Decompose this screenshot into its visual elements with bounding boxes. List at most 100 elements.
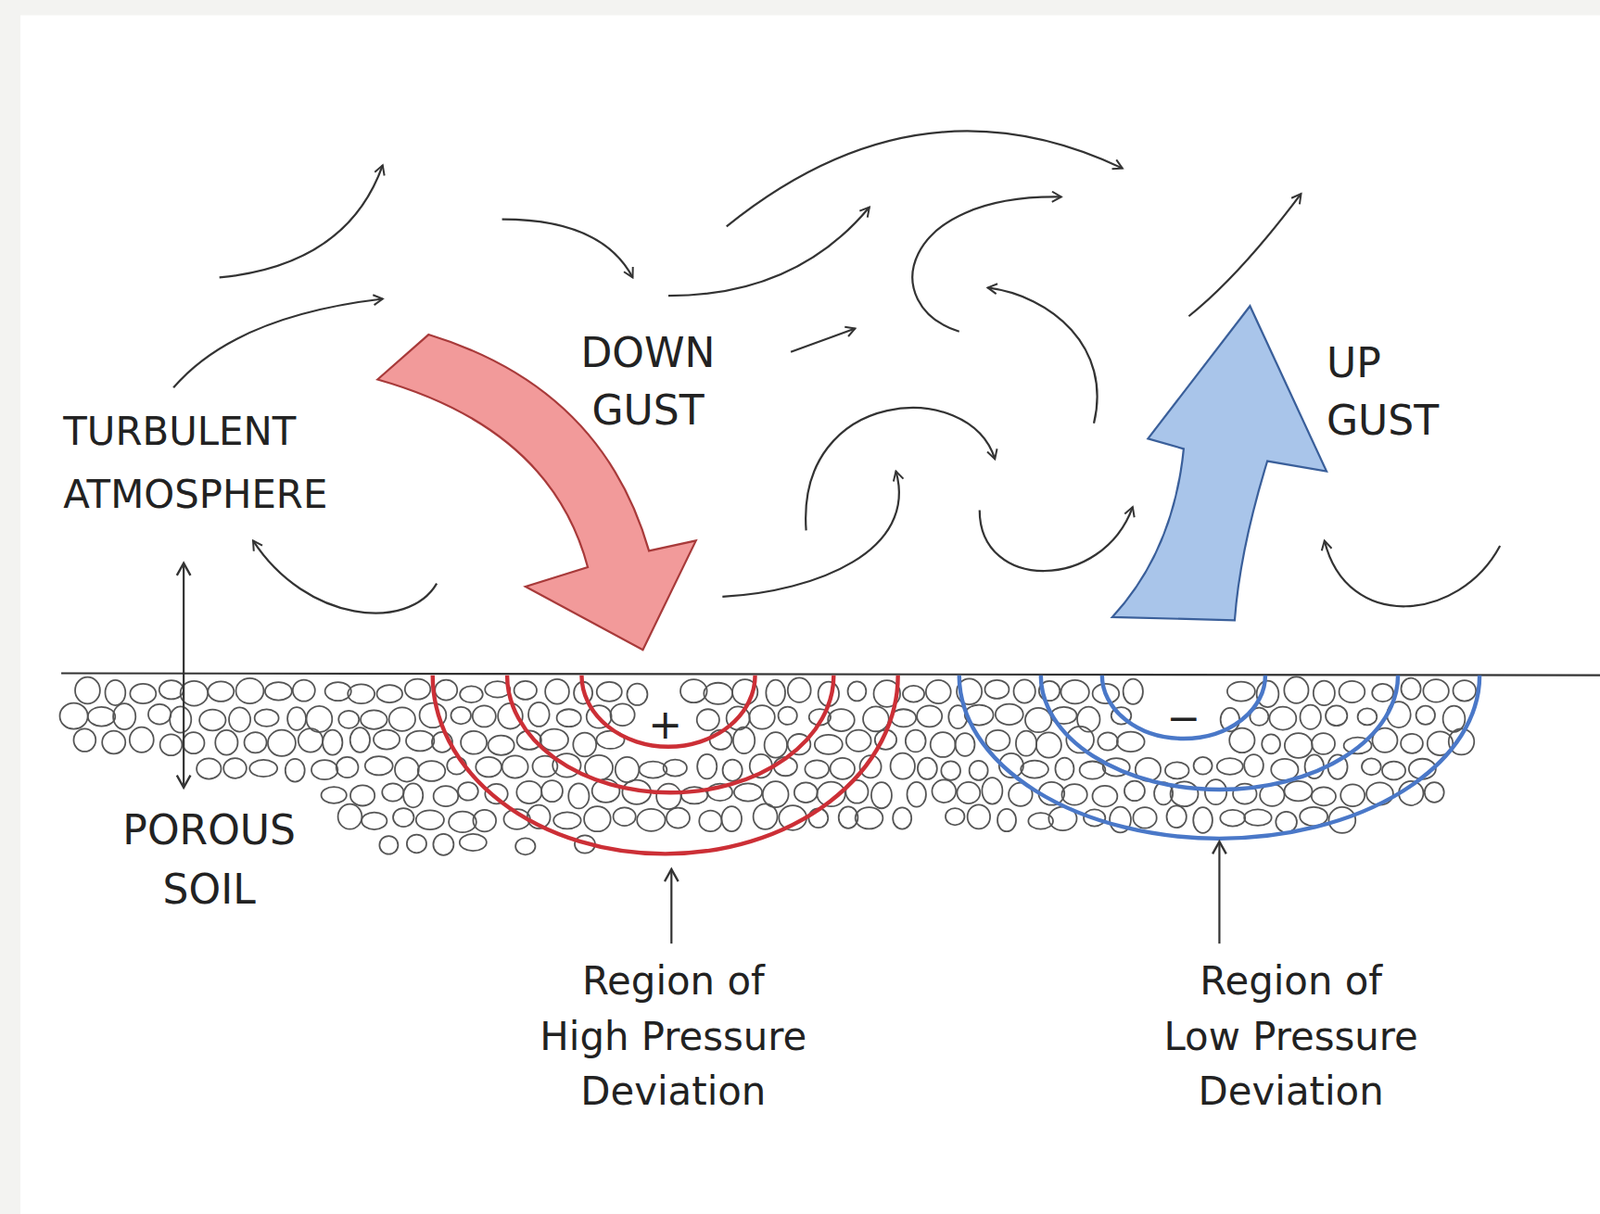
pebble <box>1217 758 1244 775</box>
turbulence-arrows <box>173 130 1500 613</box>
pebble <box>459 685 483 703</box>
pebble <box>1132 807 1156 829</box>
gust-label: UP GUST <box>1326 334 1480 449</box>
pebble <box>967 804 991 829</box>
pebble <box>956 782 980 804</box>
pebble <box>1284 781 1313 802</box>
pebble <box>148 704 171 725</box>
pebble <box>1283 676 1308 703</box>
ground-line <box>61 673 1600 676</box>
pebble <box>892 807 912 829</box>
pebble <box>541 780 563 802</box>
pebble <box>129 727 154 753</box>
pebble <box>1299 705 1321 730</box>
pebble <box>60 703 89 730</box>
pebble <box>350 785 375 806</box>
pebble <box>1400 734 1423 754</box>
pebble <box>697 754 717 779</box>
gust-label: DOWN GUST <box>550 324 745 439</box>
pebble <box>405 679 432 700</box>
pebble <box>572 733 597 758</box>
pebble <box>379 836 398 855</box>
pebble <box>1097 732 1118 750</box>
pebble <box>557 709 582 727</box>
pebble <box>814 735 843 755</box>
pebble <box>1358 708 1378 725</box>
pebble <box>1339 681 1366 703</box>
pebble <box>846 730 872 752</box>
pebble <box>207 681 234 702</box>
pebble <box>955 733 976 757</box>
pebble <box>764 732 788 758</box>
pebble <box>416 810 445 830</box>
pebble <box>666 808 690 829</box>
pebble <box>721 806 742 832</box>
pebble <box>196 758 221 779</box>
pebble <box>373 730 400 750</box>
pebble <box>459 834 487 851</box>
pebble <box>917 758 938 780</box>
pebble <box>1422 679 1449 702</box>
pebble <box>902 685 925 703</box>
pebble <box>101 731 126 755</box>
pebble <box>698 811 722 832</box>
pebble <box>1400 678 1421 700</box>
pebble <box>515 838 535 855</box>
pebble <box>636 809 665 832</box>
pebble <box>1117 732 1145 753</box>
pebble <box>1165 761 1190 779</box>
pebble <box>254 709 280 726</box>
pebble <box>472 810 496 833</box>
pebble <box>338 804 363 830</box>
pebble <box>336 757 359 778</box>
pebble <box>981 777 1003 804</box>
pebble <box>995 704 1024 725</box>
pebble <box>613 807 636 826</box>
pebble <box>553 812 582 829</box>
pebble <box>472 705 496 727</box>
region-label: POROUS SOIL <box>91 800 327 920</box>
pebble <box>381 783 404 801</box>
pebble <box>1424 782 1445 803</box>
pebble <box>159 680 184 699</box>
pebble <box>514 681 537 700</box>
pebble <box>931 779 956 803</box>
pebble <box>830 758 855 780</box>
pebble <box>448 812 477 833</box>
pebble <box>1123 679 1143 705</box>
pebble <box>244 732 267 753</box>
pebble <box>502 755 529 778</box>
pebble <box>1313 681 1335 707</box>
pebble <box>656 784 681 811</box>
pebble <box>406 835 427 854</box>
pebble <box>1261 734 1281 754</box>
pebble <box>1382 761 1406 781</box>
pebble <box>460 731 487 755</box>
pebble <box>215 730 238 756</box>
pebble <box>418 761 446 782</box>
pebble <box>1269 707 1296 731</box>
pebble <box>249 760 278 777</box>
pebble <box>1036 732 1062 758</box>
pebble <box>827 709 855 732</box>
pebble <box>639 761 668 779</box>
pebble <box>104 680 126 706</box>
pebble <box>778 707 798 725</box>
pebble <box>433 786 459 807</box>
pebble <box>1284 733 1313 759</box>
pebble <box>1229 728 1255 754</box>
pebble <box>1244 809 1272 826</box>
pebble <box>389 707 416 731</box>
pebble <box>292 680 316 702</box>
pebble <box>1340 784 1365 807</box>
pebble <box>906 782 926 808</box>
pebble <box>182 732 204 754</box>
pebble <box>1452 680 1476 701</box>
pebble <box>871 782 892 809</box>
pebble <box>365 756 394 775</box>
pebble <box>985 730 1010 751</box>
pebble <box>169 706 191 733</box>
pebble <box>1227 682 1256 702</box>
pebble <box>626 684 648 706</box>
pebble <box>1060 680 1089 704</box>
